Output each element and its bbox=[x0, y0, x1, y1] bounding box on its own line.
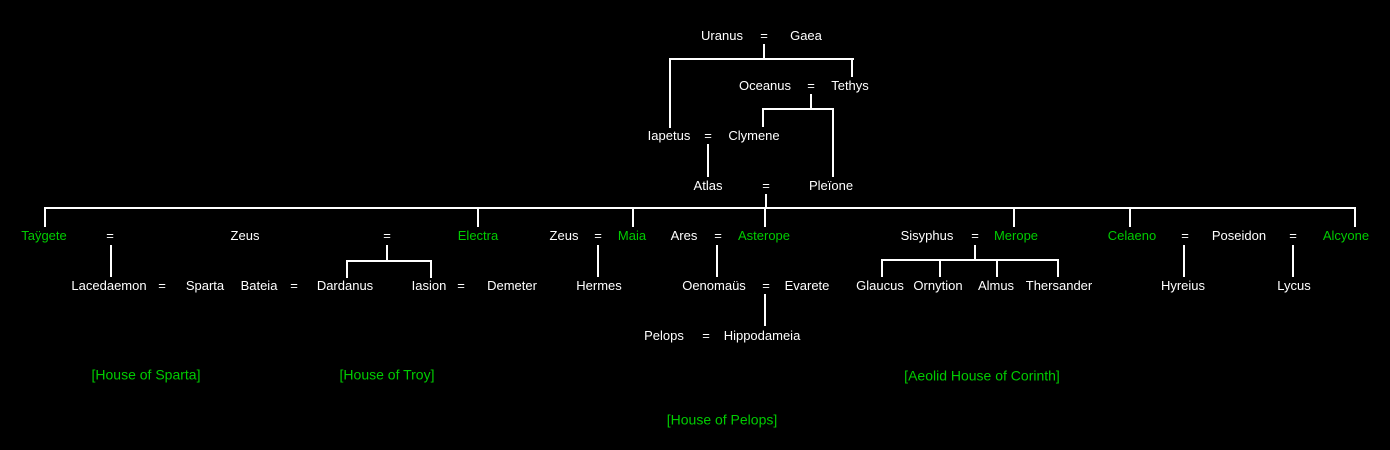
connector-line bbox=[346, 260, 432, 262]
connector-line bbox=[44, 207, 1356, 209]
node-electra: Electra bbox=[457, 228, 499, 244]
equals-sign: = bbox=[106, 228, 114, 244]
house-pelops-label: [House of Pelops] bbox=[666, 411, 778, 428]
node-demeter: Demeter bbox=[487, 278, 537, 294]
connector-line bbox=[44, 207, 46, 227]
node-hermes: Hermes bbox=[576, 278, 622, 294]
connector-line bbox=[851, 58, 853, 77]
connector-line bbox=[632, 207, 634, 227]
equals-sign: = bbox=[158, 278, 166, 294]
connector-line bbox=[346, 260, 348, 278]
node-hyreius: Hyreius bbox=[1160, 278, 1206, 294]
equals-sign: = bbox=[762, 178, 770, 194]
node-lacedaemon: Lacedaemon bbox=[71, 278, 147, 294]
node-iapetus: Iapetus bbox=[647, 128, 691, 144]
equals-sign: = bbox=[594, 228, 602, 244]
node-merope: Merope bbox=[993, 228, 1039, 244]
connector-line bbox=[716, 245, 718, 277]
node-uranus: Uranus bbox=[701, 28, 743, 44]
connector-line bbox=[669, 58, 854, 60]
node-glaucus: Glaucus bbox=[856, 278, 904, 294]
node-ornytion: Ornytion bbox=[913, 278, 963, 294]
connector-line bbox=[810, 94, 812, 109]
node-zeus-2: Zeus bbox=[549, 228, 579, 244]
equals-sign: = bbox=[457, 278, 465, 294]
node-sisyphus: Sisyphus bbox=[900, 228, 954, 244]
connector-line bbox=[762, 108, 764, 127]
connector-line bbox=[669, 58, 671, 128]
connector-line bbox=[1354, 207, 1356, 227]
connector-line bbox=[707, 144, 709, 177]
node-oenomaus: Oenomaüs bbox=[682, 278, 746, 294]
node-oceanus: Oceanus bbox=[738, 78, 792, 94]
node-taygete: Taÿgete bbox=[21, 228, 67, 244]
node-celaeno: Celaeno bbox=[1107, 228, 1157, 244]
node-tethys: Tethys bbox=[831, 78, 869, 94]
connector-line bbox=[764, 294, 766, 326]
equals-sign: = bbox=[714, 228, 722, 244]
node-bateia: Bateia bbox=[240, 278, 278, 294]
node-pleione: Pleïone bbox=[808, 178, 854, 194]
node-atlas: Atlas bbox=[693, 178, 723, 194]
connector-line bbox=[763, 44, 765, 59]
connector-line bbox=[386, 245, 388, 261]
node-alcyone: Alcyone bbox=[1322, 228, 1370, 244]
connector-line bbox=[597, 245, 599, 277]
equals-sign: = bbox=[760, 28, 768, 44]
equals-sign: = bbox=[290, 278, 298, 294]
connector-line bbox=[477, 207, 479, 227]
equals-sign: = bbox=[807, 78, 815, 94]
equals-sign: = bbox=[383, 228, 391, 244]
connector-line bbox=[881, 259, 1059, 261]
node-gaea: Gaea bbox=[790, 28, 822, 44]
equals-sign: = bbox=[702, 328, 710, 344]
connector-line bbox=[832, 108, 834, 177]
node-zeus-1: Zeus bbox=[230, 228, 260, 244]
connector-line bbox=[430, 260, 432, 278]
node-maia: Maia bbox=[617, 228, 647, 244]
node-dardanus: Dardanus bbox=[316, 278, 374, 294]
house-sparta-label: [House of Sparta] bbox=[91, 366, 201, 383]
connector-line bbox=[110, 245, 112, 277]
connector-line bbox=[881, 259, 883, 277]
house-corinth-label: [Aeolid House of Corinth] bbox=[904, 367, 1060, 384]
connector-line bbox=[939, 259, 941, 277]
equals-sign: = bbox=[1181, 228, 1189, 244]
node-ares: Ares bbox=[670, 228, 698, 244]
node-almus: Almus bbox=[977, 278, 1015, 294]
connector-line bbox=[1013, 207, 1015, 227]
node-lycus: Lycus bbox=[1277, 278, 1311, 294]
connector-line bbox=[762, 108, 834, 110]
connector-line bbox=[1057, 259, 1059, 277]
connector-line bbox=[1183, 245, 1185, 277]
connector-line bbox=[1129, 207, 1131, 227]
node-iasion: Iasion bbox=[411, 278, 447, 294]
house-troy-label: [House of Troy] bbox=[339, 366, 435, 383]
connector-line bbox=[1292, 245, 1294, 277]
equals-sign: = bbox=[971, 228, 979, 244]
connector-line bbox=[996, 259, 998, 277]
node-evarete: Evarete bbox=[784, 278, 830, 294]
connector-line bbox=[765, 194, 767, 208]
equals-sign: = bbox=[762, 278, 770, 294]
connector-line bbox=[974, 245, 976, 260]
connector-line bbox=[764, 207, 766, 227]
equals-sign: = bbox=[1289, 228, 1297, 244]
equals-sign: = bbox=[704, 128, 712, 144]
node-sparta: Sparta bbox=[185, 278, 225, 294]
node-clymene: Clymene bbox=[728, 128, 780, 144]
node-hippodameia: Hippodameia bbox=[723, 328, 801, 344]
node-thersander: Thersander bbox=[1025, 278, 1093, 294]
node-pelops: Pelops bbox=[644, 328, 684, 344]
node-asterope: Asterope bbox=[737, 228, 791, 244]
node-poseidon: Poseidon bbox=[1211, 228, 1267, 244]
